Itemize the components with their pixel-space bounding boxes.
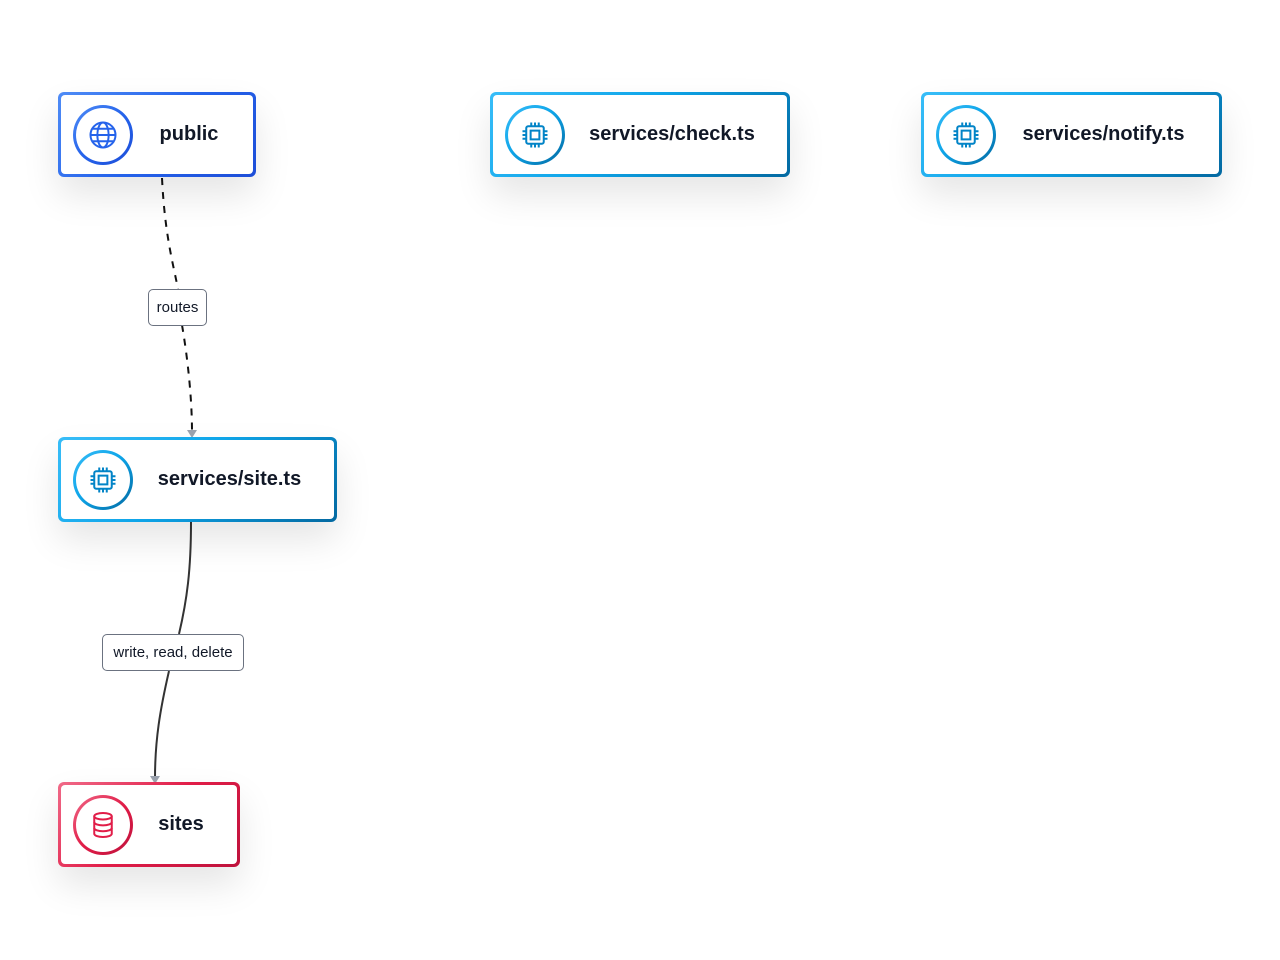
node-label: services/site.ts	[157, 468, 302, 490]
node-services-notify[interactable]: services/notify.ts	[921, 92, 1222, 177]
node-label: public	[159, 123, 219, 145]
globe-icon	[73, 104, 133, 165]
node-label: services/notify.ts	[1022, 123, 1185, 145]
node-services-check[interactable]: services/check.ts	[490, 92, 790, 177]
node-label: sites	[158, 813, 204, 835]
database-icon	[73, 794, 133, 855]
cpu-chip-icon	[505, 104, 565, 165]
node-services-site[interactable]: services/site.ts	[58, 437, 337, 522]
node-sites[interactable]: sites	[58, 782, 240, 867]
cpu-chip-icon	[936, 104, 996, 165]
cpu-chip-icon	[73, 449, 133, 510]
node-public[interactable]: public	[58, 92, 256, 177]
edge-label-routes: routes	[148, 289, 207, 326]
edge-label-write-read-delete: write, read, delete	[102, 634, 244, 671]
node-label: services/check.ts	[589, 123, 755, 145]
